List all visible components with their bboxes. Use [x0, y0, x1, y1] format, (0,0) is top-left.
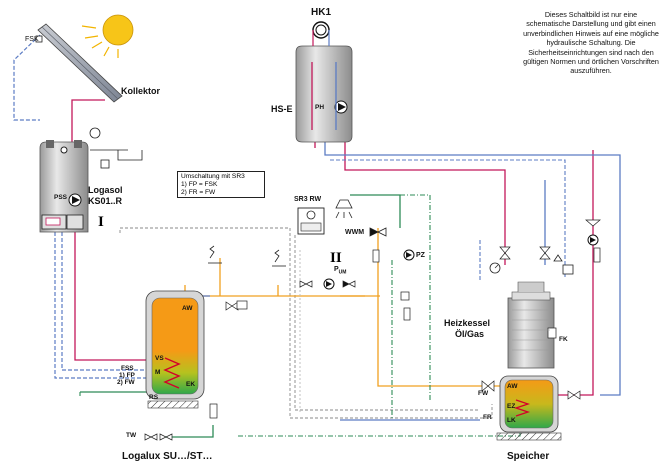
storage-return-pipe: [160, 295, 480, 421]
speicher-storage-tank: [496, 375, 562, 441]
valve-symbols: [144, 219, 601, 441]
heizkessel-fuel-label: Öl/Gas: [455, 329, 485, 339]
hs-e-label: HS-E: [271, 104, 293, 114]
heating-pump-right: [587, 234, 599, 246]
sr3-controller: [297, 207, 325, 235]
switching-note-title: Umschaltung mit SR3: [181, 173, 245, 180]
rs-label: RS: [149, 394, 159, 401]
fss-label: FSS: [121, 365, 134, 372]
wwm-label: WWM: [345, 229, 365, 236]
fr-label: FR: [483, 414, 492, 421]
circuit-1-label: I: [98, 214, 104, 230]
collector-return-pipe: [13, 34, 150, 379]
speicher-label: Speicher: [507, 451, 550, 462]
fk-label: FK: [559, 336, 568, 343]
sensor-wiring: [119, 227, 493, 419]
fp-label: 1) FP: [119, 372, 135, 379]
fw-right-label: FW: [478, 390, 489, 397]
lk-label: LK: [507, 417, 516, 424]
ph-label: PH: [315, 104, 325, 111]
hk1-label: HK1: [311, 7, 332, 18]
fw-left-label: 2) FW: [117, 379, 135, 386]
switching-note-box: Umschaltung mit SR3 1) FP = FSK 2) FR = …: [177, 171, 265, 198]
ez-label: EZ: [507, 403, 516, 410]
heating-return-dashed: [330, 159, 566, 280]
aw-right-label: AW: [507, 383, 518, 390]
shower-head: [335, 199, 353, 219]
logasol-model-label: KS01..R: [88, 196, 123, 206]
kollektor-label: Kollektor: [121, 86, 161, 96]
pum-label: PUM: [334, 266, 347, 276]
hot-water-pipe: [184, 228, 500, 387]
logalux-label: Logalux SU…/ST…: [122, 451, 213, 462]
heizkessel-label: Heizkessel: [444, 318, 491, 328]
collector-supply-pipe: [71, 99, 150, 361]
circulation-pump-pz: [403, 249, 415, 261]
hs-e-station: [295, 45, 353, 143]
logasol-station: [39, 140, 89, 233]
aw-left-label: AW: [182, 305, 193, 312]
safety-valves: [208, 245, 574, 275]
m-label: M: [155, 369, 161, 376]
disclaimer-note: Dieses Schaltbild ist nur eine schematis…: [523, 10, 659, 76]
circuit-2-label: II: [330, 250, 342, 266]
solar-collector: [37, 23, 123, 103]
radiator-hk1: [312, 21, 330, 46]
sun: [81, 14, 134, 58]
switching-note-line2: 2) FR = FW: [181, 189, 216, 197]
logasol-label: Logasol: [88, 185, 123, 195]
heating-return-pipe: [324, 140, 621, 396]
air-vent-fsk: [35, 35, 43, 43]
vs-label: VS: [155, 355, 164, 362]
fsk-label: FSK: [25, 36, 39, 43]
logalux-storage-tank: [145, 290, 205, 409]
pressure-gauge-heating: [489, 262, 501, 274]
pz-label: PZ: [416, 252, 425, 259]
heizkessel-boiler: [507, 281, 557, 369]
tw-label: TW: [126, 432, 137, 439]
pss-label: PSS: [54, 194, 68, 201]
ek-label: EK: [186, 381, 196, 388]
loading-pump-pum: [323, 278, 335, 290]
sr3rw-label: SR3 RW: [294, 196, 322, 203]
switching-note-line1: 1) FP = FSK: [181, 181, 218, 189]
mixer-valve-wwm: [369, 227, 387, 237]
expansion-vessel: [89, 127, 143, 169]
